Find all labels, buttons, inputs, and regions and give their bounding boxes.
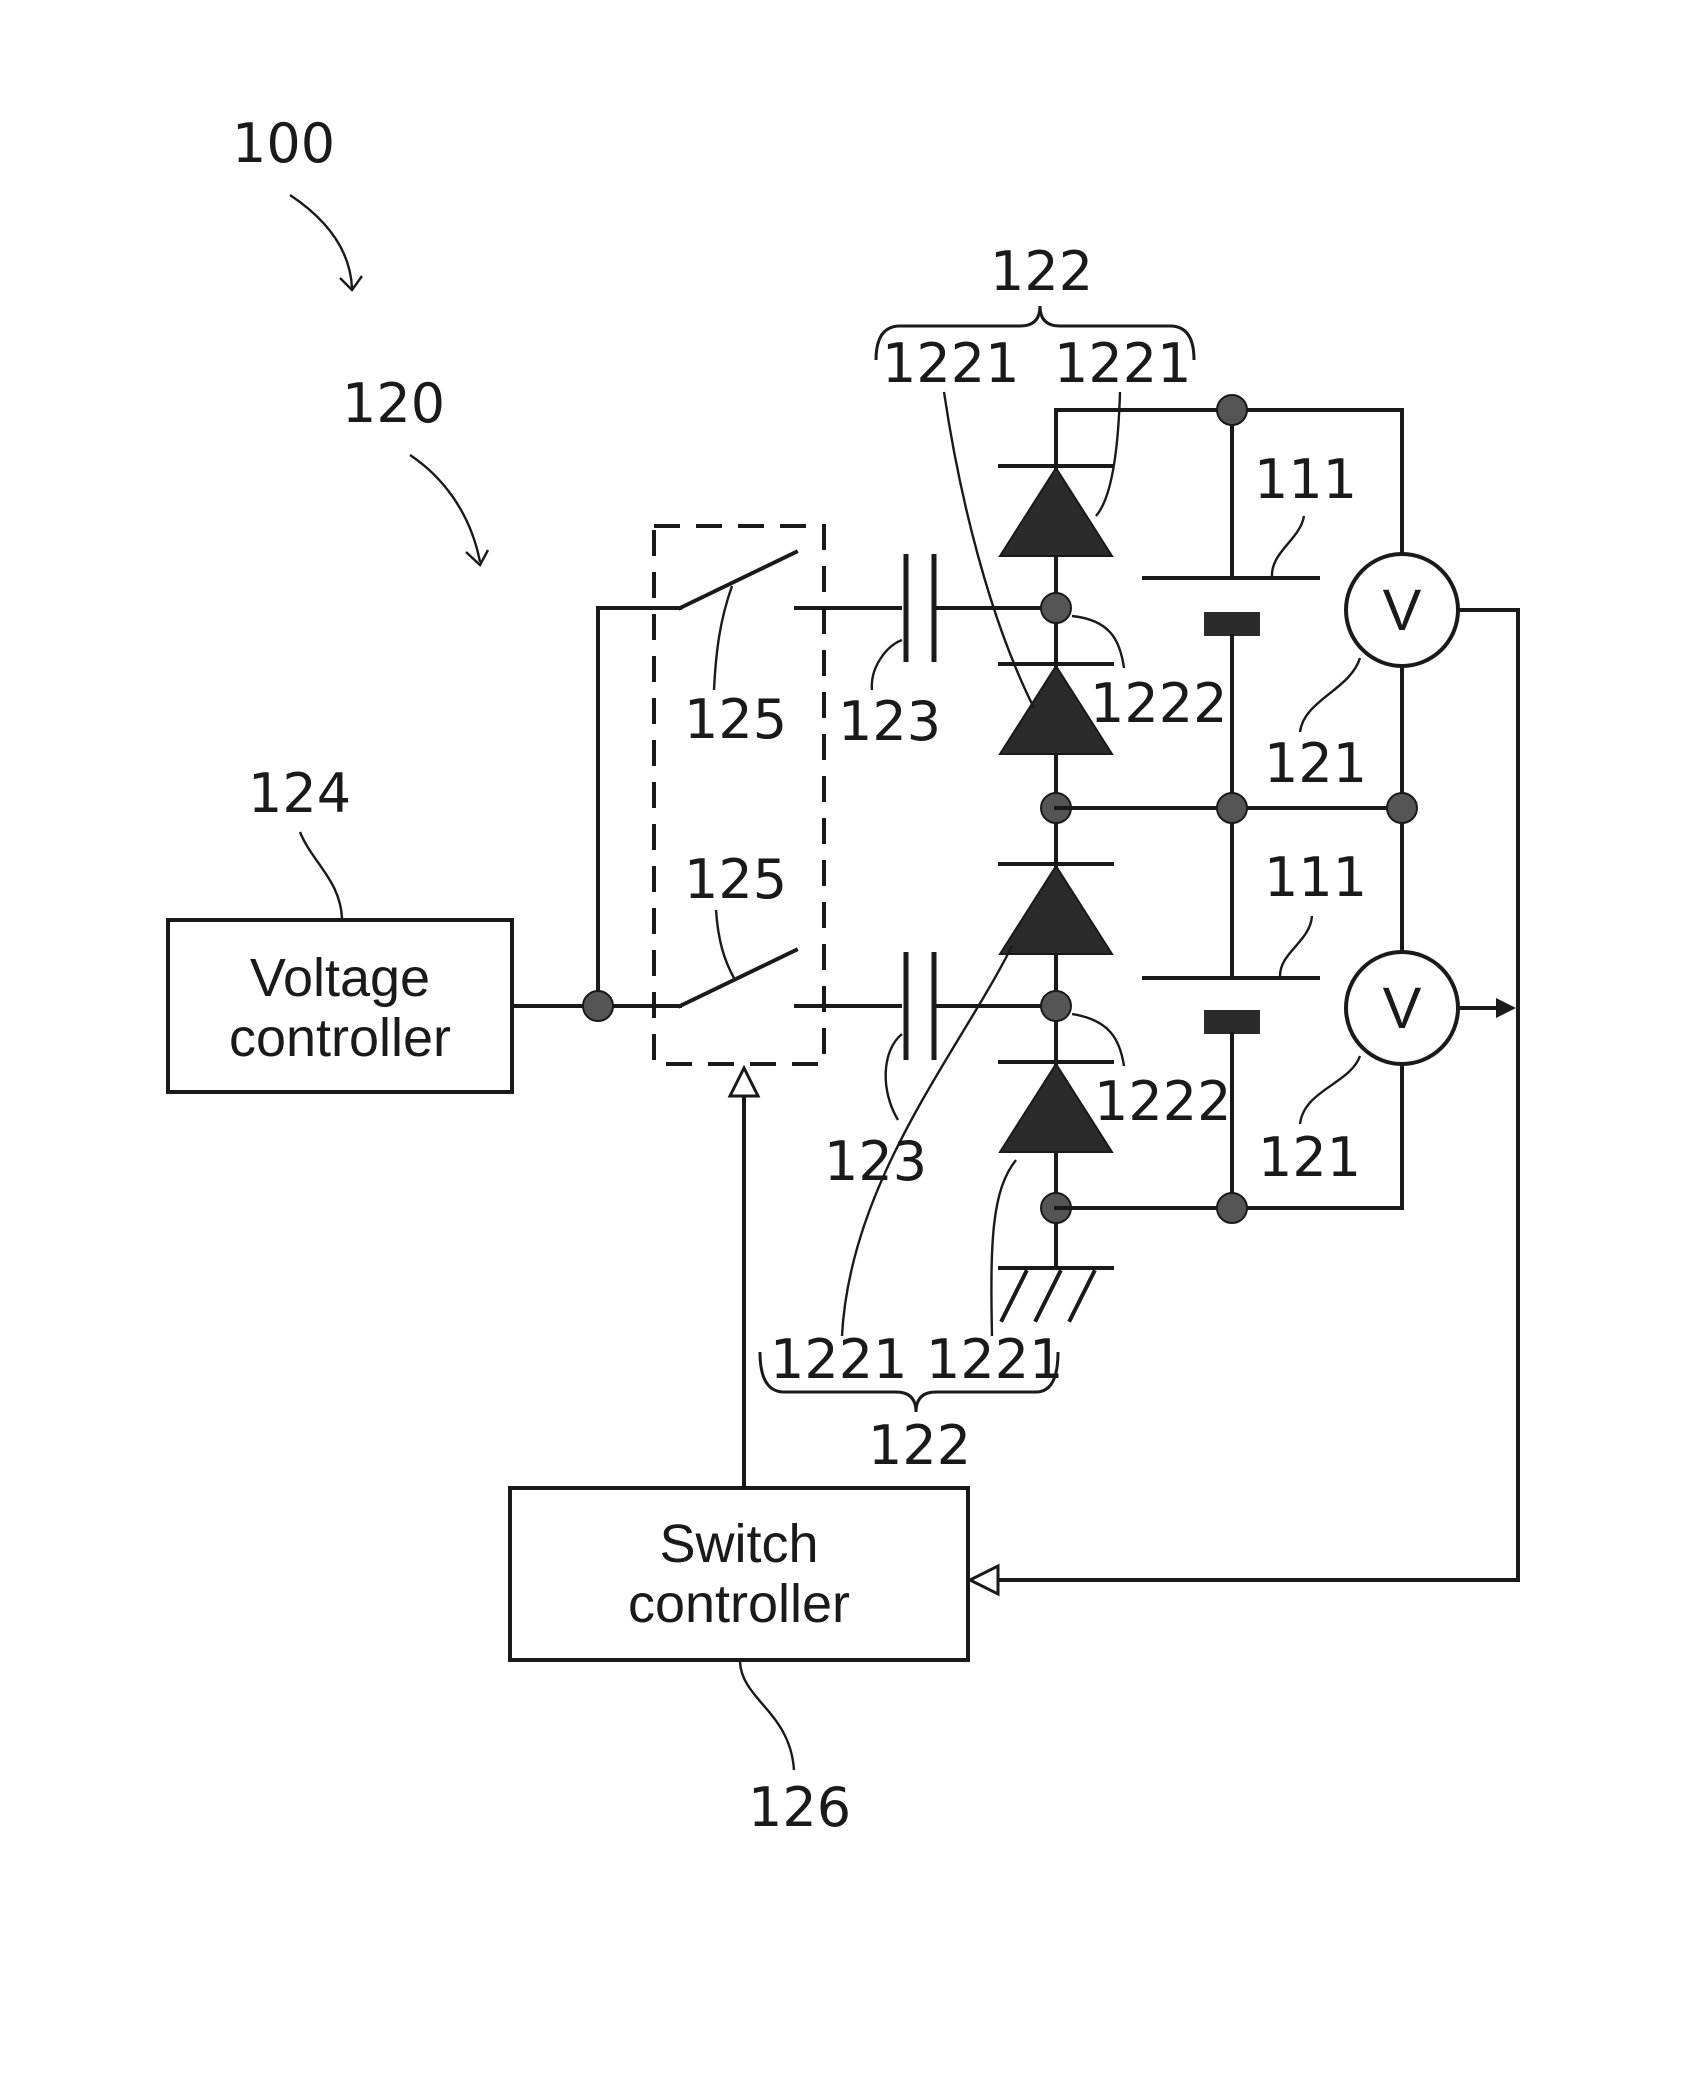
label-123-upper: 123 (838, 690, 941, 753)
switch-controller-label-1: Switch (659, 1514, 818, 1574)
label-123-lower: 123 (824, 1130, 927, 1193)
arrow-into-switch-group (730, 1068, 758, 1096)
label-100: 100 (232, 112, 335, 175)
label-1221-top-right: 1221 (1054, 332, 1191, 395)
node-battery-middle (1217, 793, 1247, 823)
node-1222-upper (1041, 593, 1071, 623)
arrow-vm-lower-out (1496, 998, 1516, 1018)
leader-125-lower (716, 910, 734, 978)
voltmeter-lower-symbol: V (1383, 976, 1422, 1041)
label-125-upper: 125 (684, 688, 787, 751)
leader-100 (290, 195, 352, 288)
battery-upper-short-plate (1204, 612, 1260, 636)
label-124: 124 (248, 762, 351, 825)
label-120: 120 (342, 372, 445, 435)
node-1222-lower (1041, 991, 1071, 1021)
leader-125-upper (714, 586, 732, 690)
switch-lower (680, 950, 796, 1006)
switch-upper (680, 552, 796, 608)
diode-3 (1000, 866, 1112, 954)
label-126: 126 (748, 1776, 851, 1839)
leader-121-lower (1300, 1056, 1360, 1124)
leader-1222-lower (1072, 1014, 1124, 1066)
label-111-lower: 111 (1264, 846, 1367, 909)
node-battery-bottom (1217, 1193, 1247, 1223)
label-125-lower: 125 (684, 848, 787, 911)
label-1222-upper: 1222 (1090, 672, 1227, 735)
voltmeter-upper-symbol: V (1383, 578, 1422, 643)
leader-121-upper (1300, 658, 1360, 732)
leader-111-upper (1272, 516, 1304, 578)
ground-hatch-3 (1070, 1272, 1094, 1320)
junction-vc (583, 991, 613, 1021)
battery-lower-short-plate (1204, 1010, 1260, 1034)
leader-123-lower (886, 1034, 902, 1120)
voltage-controller-label-1: Voltage (250, 948, 430, 1008)
label-122-bottom: 122 (868, 1414, 971, 1477)
ground-hatch-2 (1036, 1272, 1060, 1320)
leader-124 (300, 832, 342, 918)
leader-123-upper (872, 640, 902, 690)
label-122-top: 122 (990, 240, 1093, 303)
leader-111-lower (1280, 916, 1312, 976)
label-1221-bottom-left: 1221 (770, 1328, 907, 1391)
ground-hatch-1 (1002, 1272, 1026, 1320)
node-vm-middle (1387, 793, 1417, 823)
leader-120 (410, 455, 480, 562)
switch-controller-label-2: controller (628, 1574, 850, 1634)
label-1221-top-left: 1221 (882, 332, 1019, 395)
arrow-into-switch-controller (970, 1566, 998, 1594)
node-battery-top (1217, 395, 1247, 425)
leader-1221-bottom-right (991, 1160, 1016, 1336)
label-111-upper: 111 (1254, 448, 1357, 511)
leader-126 (740, 1662, 794, 1770)
leader-1222-upper (1072, 616, 1124, 668)
label-121-lower: 121 (1258, 1126, 1361, 1189)
voltage-controller-label-2: controller (229, 1008, 451, 1068)
diode-1 (1000, 468, 1112, 556)
label-121-upper: 121 (1264, 732, 1367, 795)
label-1222-lower: 1222 (1094, 1070, 1231, 1133)
label-1221-bottom-right: 1221 (926, 1328, 1063, 1391)
